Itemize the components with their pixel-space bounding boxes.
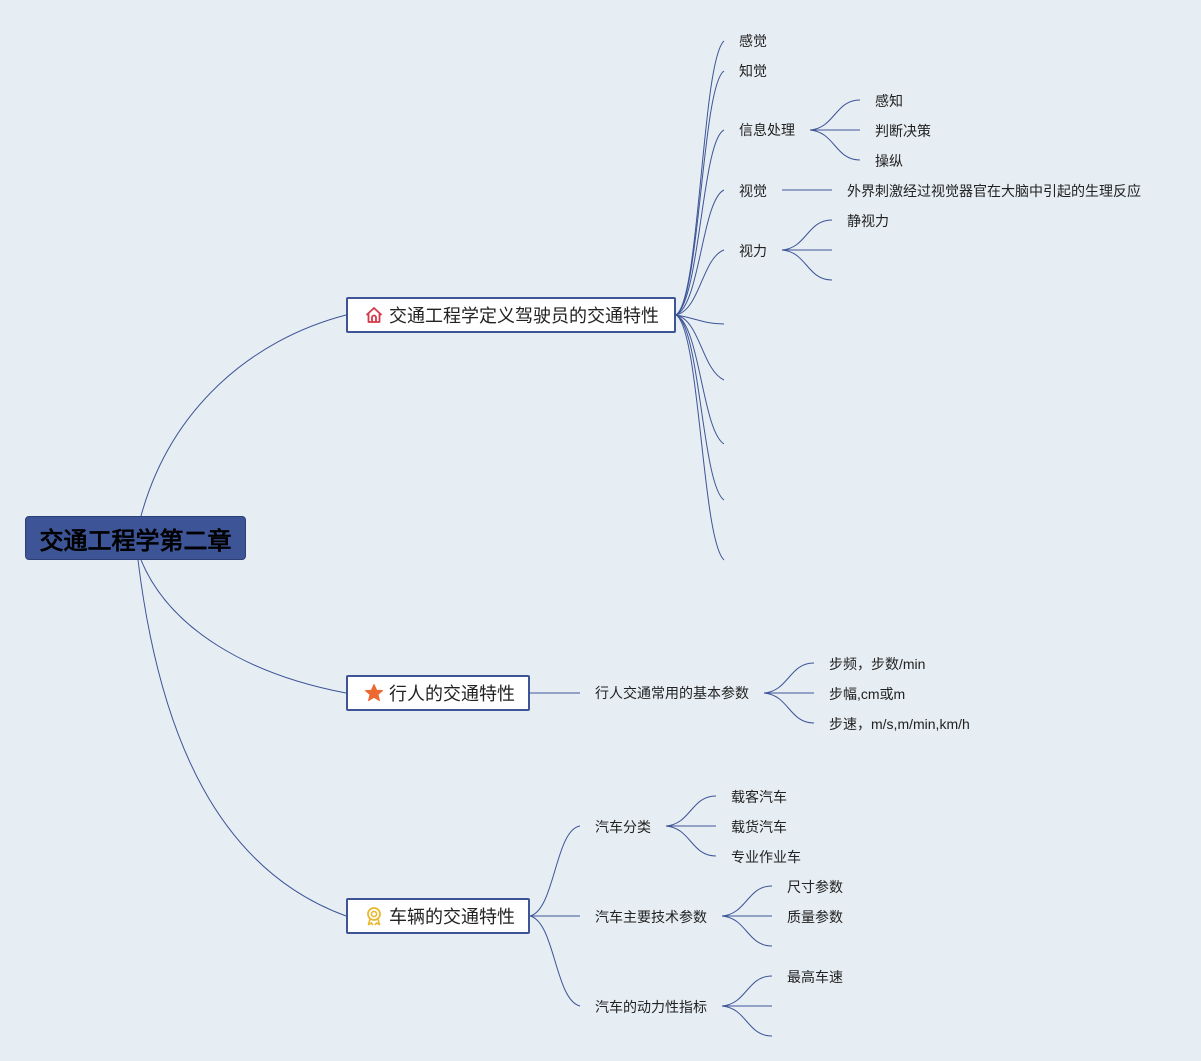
award-badge-icon	[364, 906, 384, 926]
subtopic-vision[interactable]: 视觉	[739, 183, 767, 199]
subtopic-special-vehicle[interactable]: 专业作业车	[731, 849, 801, 865]
subtopic-passenger-car[interactable]: 载客汽车	[731, 789, 787, 805]
subtopic-operation[interactable]: 操纵	[875, 153, 903, 169]
link-root-vehicle	[137, 559, 347, 917]
subtopic-perception[interactable]: 感觉	[739, 33, 767, 49]
subtopic-step-frequency[interactable]: 步频，步数/min	[829, 656, 926, 672]
topic-vehicle[interactable]: 车辆的交通特性	[346, 898, 530, 934]
subtopic-cargo-truck[interactable]: 载货汽车	[731, 819, 787, 835]
subtopic-judgment[interactable]: 判断决策	[875, 123, 931, 139]
topic-vehicle-label: 车辆的交通特性	[389, 907, 515, 927]
subtopic-step-speed[interactable]: 步速，m/s,m/min,km/h	[829, 716, 970, 732]
subtopic-info-processing[interactable]: 信息处理	[739, 122, 795, 138]
link-root-pedestrian	[140, 559, 347, 694]
subtopic-vision-desc[interactable]: 外界刺激经过视觉器官在大脑中引起的生理反应	[847, 183, 1141, 199]
subtopic-power-indicators[interactable]: 汽车的动力性指标	[595, 999, 707, 1015]
root-topic[interactable]: 交通工程学第二章	[25, 516, 246, 560]
star-icon	[364, 683, 384, 703]
subtopic-static-acuity[interactable]: 静视力	[847, 213, 889, 229]
subtopic-step-length[interactable]: 步幅,cm或m	[829, 686, 906, 702]
subtopic-tech-params[interactable]: 汽车主要技术参数	[595, 909, 707, 925]
subtopic-cognition[interactable]: 知觉	[739, 63, 767, 79]
topic-driver[interactable]: 交通工程学定义驾驶员的交通特性	[346, 297, 676, 333]
subtopic-size-params[interactable]: 尺寸参数	[787, 879, 843, 895]
link-root-driver	[140, 314, 347, 517]
subtopic-max-speed[interactable]: 最高车速	[787, 969, 843, 985]
subtopic-mass-params[interactable]: 质量参数	[787, 909, 843, 925]
topic-pedestrian[interactable]: 行人的交通特性	[346, 675, 530, 711]
topic-pedestrian-label: 行人的交通特性	[389, 684, 515, 704]
root-topic-label: 交通工程学第二章	[39, 527, 232, 555]
topic-driver-label: 交通工程学定义驾驶员的交通特性	[389, 306, 659, 326]
subtopic-sensing[interactable]: 感知	[875, 93, 903, 109]
subtopic-vehicle-classification[interactable]: 汽车分类	[595, 819, 651, 835]
subtopic-acuity[interactable]: 视力	[739, 243, 767, 259]
subtopic-pedestrian-params[interactable]: 行人交通常用的基本参数	[595, 685, 749, 701]
home-icon	[364, 305, 384, 325]
